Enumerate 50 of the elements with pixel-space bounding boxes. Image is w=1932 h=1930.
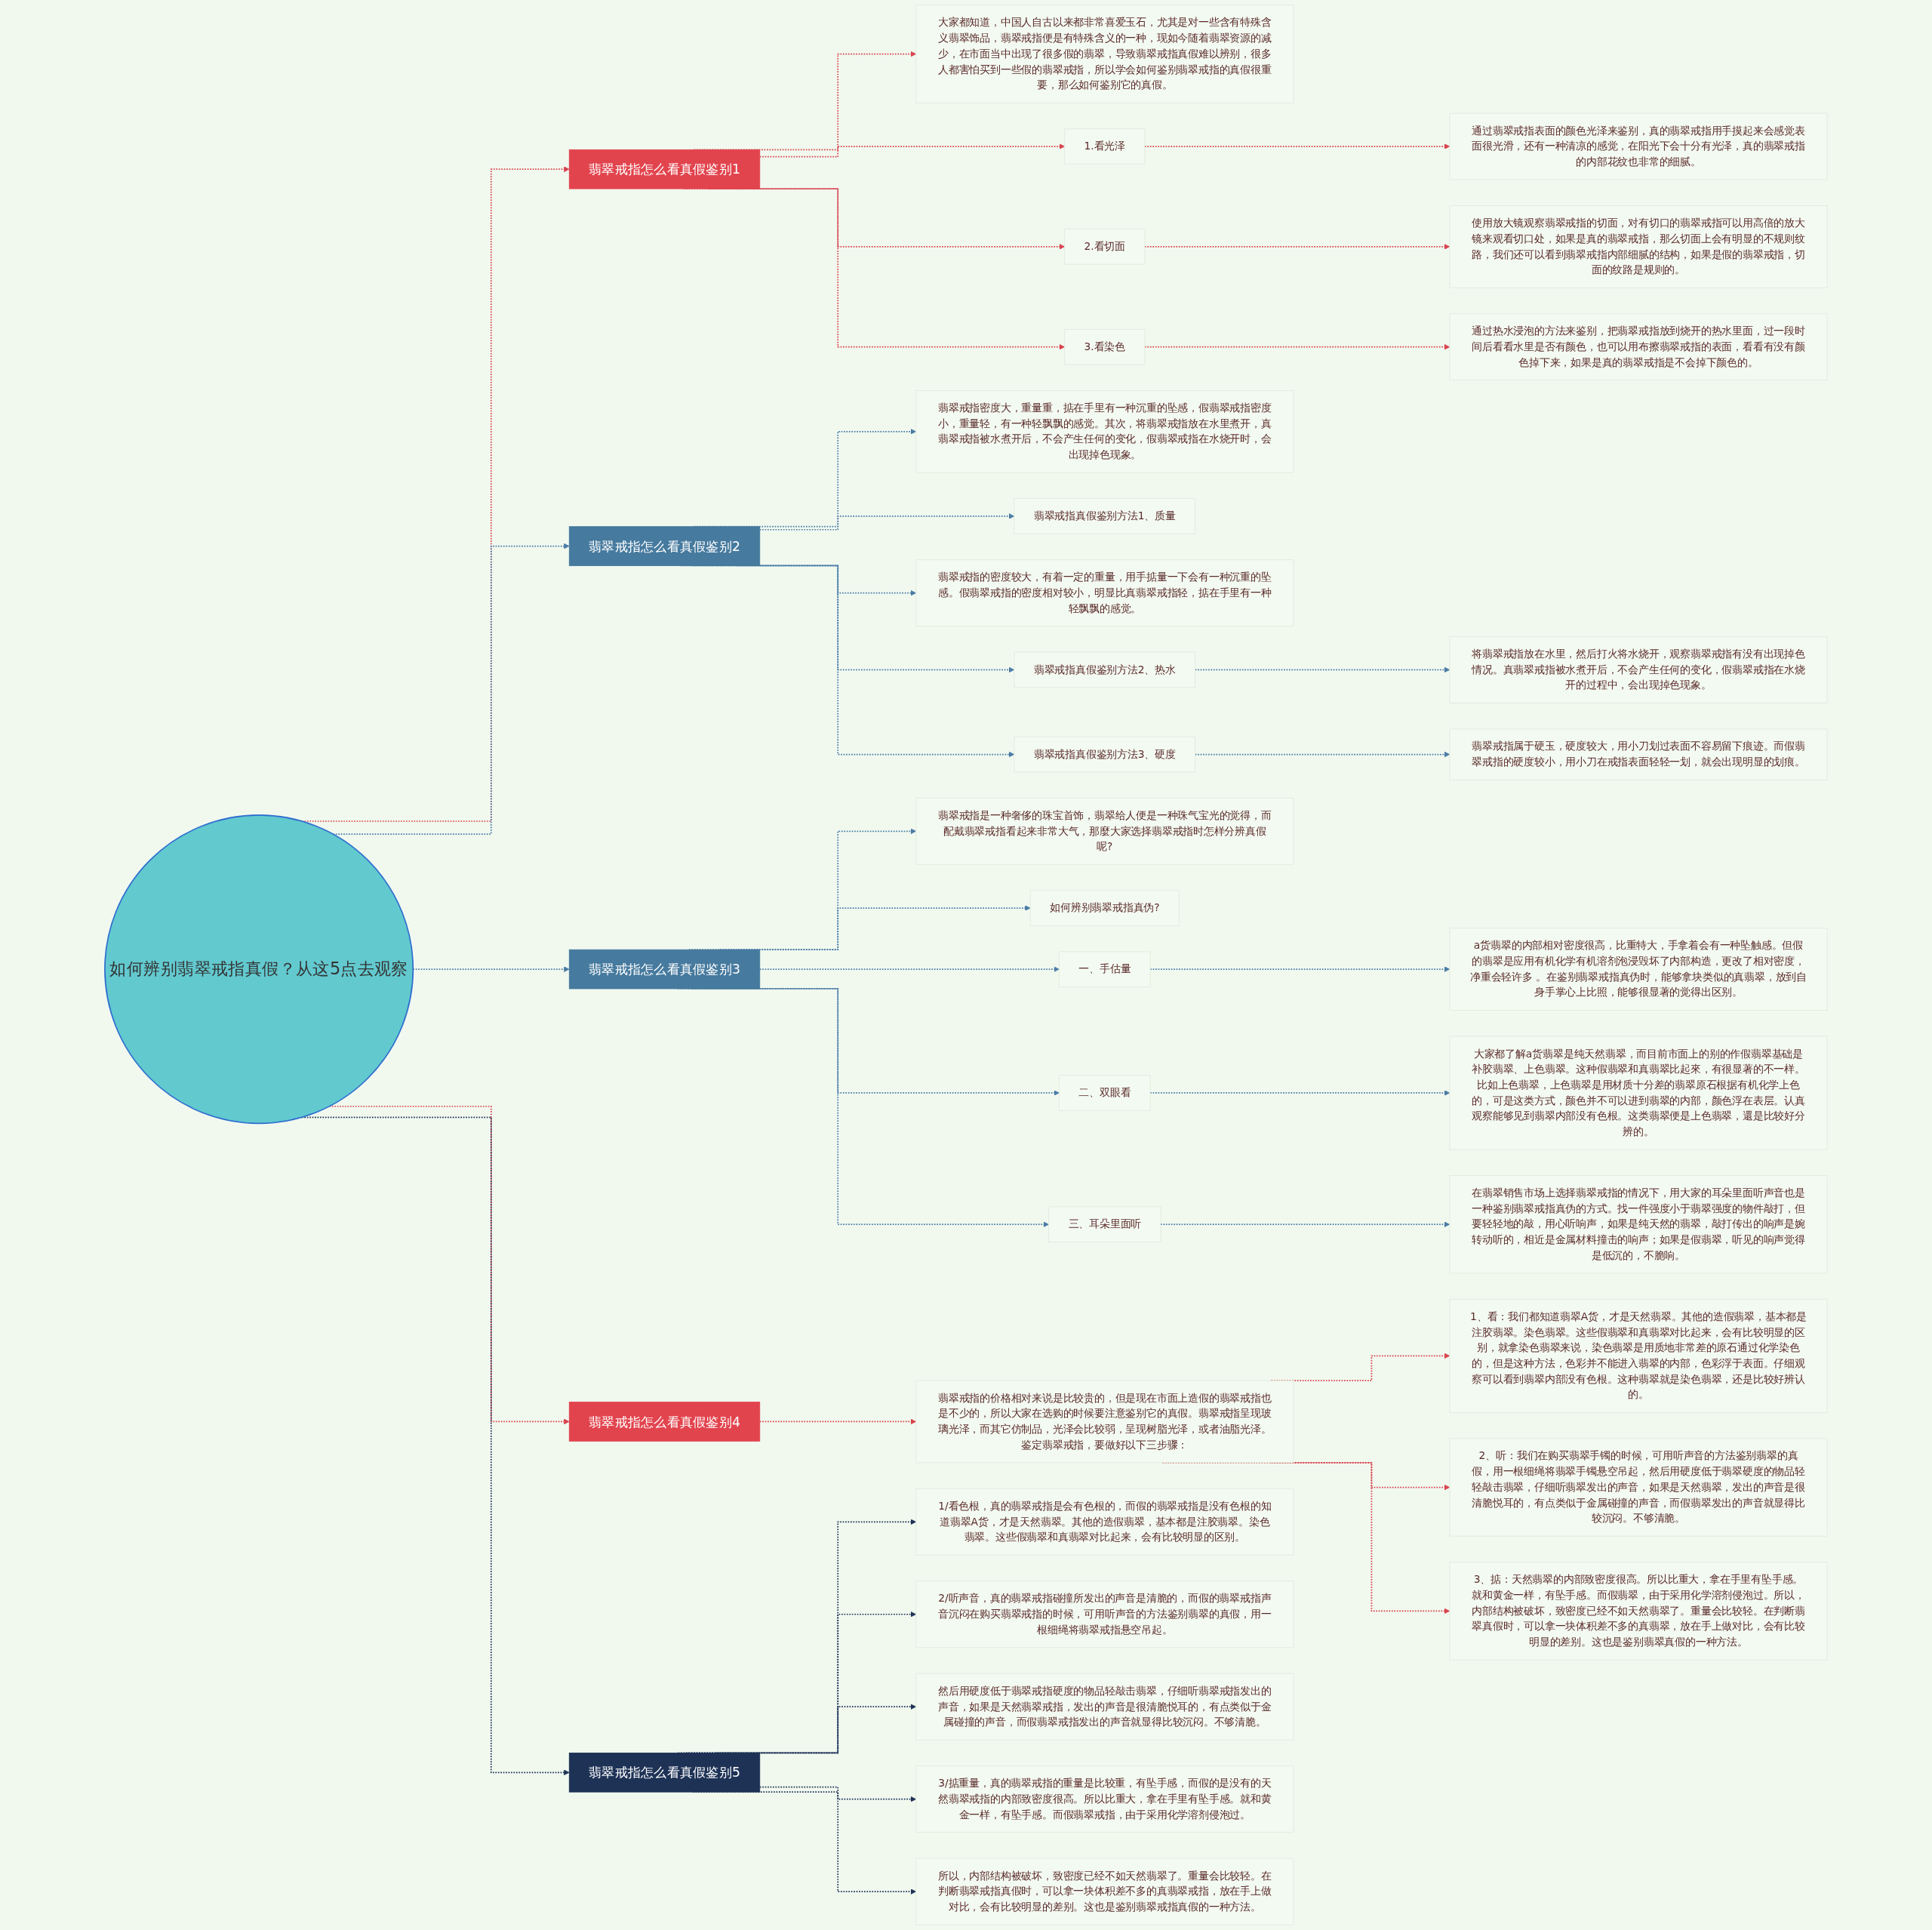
node-box: 1、看：我们都知道翡翠A货，才是天然翡翠。其他的造假翡翠，基本都是注胶翡翠。染色翡翠。这些假翡翠和真翡翠对比起来，会有比较明显的区别，就拿染色翡翠来说，染色翡翠是用质地非常差的原石通过化学染色的，但是这种方法，色彩并不能进入翡翠的内部，色彩浮于表面。仔细观察可以看到翡翠内部没有色根。这种翡翠就是染色翡翠，还是比较好辨认的。	[1449, 1298, 1828, 1413]
arrow	[758, 1418, 917, 1425]
node-box: 2.看切面	[1064, 229, 1146, 265]
node-box: 2、听：我们在购买翡翠手镯的时候，可用听声音的方法鉴别翡翠的真假，用一根细绳将翡翠手镯悬空吊起，然后用硬度低于翡翠硬度的物品轻轻敲击翡翠，仔细听翡翠发出的声音，如果是天然翡翠，发出的声音是很清脆悦耳的，有点类似于金属碰撞的声音，而假翡翠发出的声音就显得比较沉闷。不够清脆。	[1449, 1438, 1828, 1537]
node-box: 使用放大镜观察翡翠戒指的切面，对有切口的翡翠戒指可以用高倍的放大镜来观看切口处，如果是真的翡翠戒指，那么切面上会有明显的不规则纹路，我们还可以看到翡翠戒指内部细腻的结构，如果是假的翡翠戒指，切面的纹路是规则的。	[1449, 205, 1828, 288]
node-box: 一、手估量	[1059, 951, 1151, 987]
arrow	[1194, 666, 1451, 673]
arrow	[1144, 343, 1451, 350]
node-box: 大家都知道，中国人自古以来都非常喜爱玉石，尤其是对一些含有特殊含义翡翠饰品，翡翠戒指便是有特殊含义的一种，现如今随着翡翠资源的减少，在市面当中出现了很多假的翡翠，导致翡翠戒指真假难以辨别，很多人都害怕买到一些假的翡翠戒指，所以学会如何鉴别翡翠戒指的真假很重要，那么如何鉴别它的真假。	[915, 5, 1294, 103]
node-box: 如何辨别翡翠戒指真伪?	[1029, 890, 1180, 926]
node-box: 1/看色根，真的翡翠戒指是会有色根的，而假的翡翠戒指是没有色根的知道翡翠A货，才是天然翡翠。其他的造假翡翠，基本都是注胶翡翠。染色翡翠。这些假翡翠和真翡翠对比起来，会有比较明显的区别。	[915, 1488, 1294, 1556]
arrow	[1144, 244, 1451, 250]
node-box: 2/听声音，真的翡翠戒指碰撞所发出的声音是清脆的，而假的翡翠戒指声音沉闷在购买翡翠戒指的时候，可用听声音的方法鉴别翡翠的真假，用一根细绳将翡翠戒指悬空吊起。	[915, 1581, 1294, 1648]
node-box: 二、双眼看	[1059, 1075, 1151, 1111]
node-box: 然后用硬度低于翡翠戒指硬度的物品轻敲击翡翠，仔细听翡翠戒指发出的声音，如果是天然翡翠戒指，发出的声音是很清脆悦耳的，有点类似于金属碰撞的声音，而假翡翠戒指发出的声音就显得比较沉闷。不够清脆。	[915, 1673, 1294, 1741]
node-box: 通过翡翠戒指表面的颜色光泽来鉴别，真的翡翠戒指用手摸起来会感觉表面很光滑，还有一种清凉的感觉，在阳光下会十分有光泽，真的翡翠戒指的内部花纹也非常的细腻。	[1449, 112, 1828, 180]
arrow	[328, 1105, 570, 1425]
node-circle: 如何辨别翡翠戒指真假？从这5点去观察	[104, 814, 414, 1125]
node-box: 通过热水浸泡的方法来鉴别，把翡翠戒指放到烧开的热水里面，过一段时间后看看水里是否有颜色，也可以用布擦翡翠戒指的表面，看看有没有颜色掉下来，如果是真的翡翠戒指是不会掉下颜色的。	[1449, 313, 1828, 381]
node-box: 1.看光泽	[1064, 128, 1146, 165]
arrow	[1144, 143, 1451, 149]
node-box: 所以，内部结构被破坏，致密度已经不如天然翡翠了。重量会比较轻。在判断翡翠戒指真假时，可以拿一块体积差不多的真翡翠戒指，放在手上做对比，会有比较明显的差别。这也是鉴别翡翠戒指真假的一种方法。	[915, 1858, 1294, 1925]
node-box: a货翡翠的内部相对密度很高，比重特大，手拿着会有一种坠触感。但假的翡翠是应用有机化学有机溶剂泡浸毁坏了内部构造，更改了相对密度，净重会轻许多 。在鉴别翡翠戒指真伪时，能够拿块类似的真翡翠，放到自身手掌心上比照，能够很显著的觉得出区别。	[1449, 928, 1828, 1011]
node-box: 翡翠戒指怎么看真假鉴别1	[568, 149, 761, 189]
node-box: 翡翠戒指真假鉴别方法1、质量	[1014, 498, 1196, 534]
node-box: 3、掂：天然翡翠的内部致密度很高。所以比重大，拿在手里有坠手感。就和黄金一样，有坠手感。而假翡翠，由于采用化学溶剂侵泡过。所以，内部结构被破坏，致密度已经不如天然翡翠了。重量会比较轻。在判断翡翠真假时，可以拿一块体积差不多的真翡翠，放在手上做对比，会有比较明显的差别。这也是鉴别翡翠真假的一种方法。	[1449, 1562, 1828, 1661]
node-box: 翡翠戒指的价格相对来说是比较贵的，但是现在市面上造假的翡翠戒指也是不少的，所以大家在选购的时候要注意鉴别它的真假。翡翠戒指呈现玻璃光泽，而其它仿制品，光泽会比较弱，呈现树脂光泽，或者油脂光泽。鉴定翡翠戒指，要做好以下三步骤：	[915, 1380, 1294, 1464]
node-box: 翡翠戒指属于硬玉，硬度较大，用小刀划过表面不容易留下痕迹。而假翡翠戒指的硬度较小，用小刀在戒指表面轻轻一划，就会出现明显的划痕。	[1449, 728, 1828, 780]
arrow	[758, 513, 1015, 531]
node-box: 翡翠戒指是一种奢侈的珠宝首饰，翡翠给人便是一种珠气宝光的觉得，而配戴翡翠戒指看起来非常大气，那麼大家选择翡翠戒指时怎样分辨真假呢?	[915, 797, 1294, 865]
node-box: 翡翠戒指真假鉴别方法2、热水	[1014, 651, 1196, 688]
node-box: 翡翠戒指怎么看真假鉴别4	[568, 1402, 761, 1442]
arrow	[332, 543, 570, 835]
node-box: 翡翠戒指怎么看真假鉴别2	[568, 526, 761, 566]
node-box: 翡翠戒指真假鉴别方法3、硬度	[1014, 736, 1196, 773]
node-box: 翡翠戒指怎么看真假鉴别3	[568, 949, 761, 990]
arrow	[1160, 1221, 1451, 1227]
node-box: 三、耳朵里面听	[1048, 1206, 1161, 1242]
node-box: 将翡翠戒指放在水里，然后打火将水烧开，观察翡翠戒指有没有出现掉色情况。真翡翠戒指被水煮开后，不会产生任何的变化，假翡翠戒指在水烧开的过程中，会出现掉色现象。	[1449, 636, 1828, 703]
arrow	[758, 966, 1060, 972]
arrow	[758, 1786, 917, 1802]
node-box: 大家都了解a货翡翠是纯天然翡翠，而目前市面上的别的作假翡翠基础是补胶翡翠、上色翡翠。这种假翡翠和真翡翠比起來，有很显著的不一样。比如上色翡翠，上色翡翠是用材质十分差的翡翠原石根据有机化学上色的，可是这类方式，颜色并不可以进到翡翠的内部，颜色浮在表层。认真观察能够见到翡翠内部没有色根。这类翡翠便是上色翡翠，還是比较好分辨的。	[1449, 1036, 1828, 1150]
node-box: 在翡翠销售市场上选择翡翠戒指的情况下，用大家的耳朵里面听声音也是一种鉴别翡翠戒指真伪的方式。找一件强度小于翡翠强度的物件敲打，但要轻轻地的敲，用心听响声，如果是纯天然的翡翠，敲打传出的响声是婉转动听的，相近是金属材料撞击的响声；如果是假翡翠，听见的响声觉得是低沉的，不脆响。	[1449, 1175, 1828, 1274]
arrow	[758, 143, 1065, 158]
node-box: 3/掂重量，真的翡翠戒指的重量是比较重，有坠手感，而假的是没有的天然翡翠戒指的内部致密度很高。所以比重大，拿在手里有坠手感。就和黄金一样，有坠手感。而假翡翠戒指，由于采用化学溶剂侵泡过。	[915, 1765, 1294, 1833]
node-box: 翡翠戒指的密度较大，有着一定的重量，用手掂量一下会有一种沉重的坠感。假翡翠戒指的密度相对较小，明显比真翡翠戒指轻，掂在手里有一种轻飘飘的感觉。	[915, 559, 1294, 627]
node-box: 3.看染色	[1064, 328, 1146, 365]
node-box: 翡翠戒指怎么看真假鉴别5	[568, 1753, 761, 1793]
node-box: 翡翠戒指密度大，重量重，掂在手里有一种沉重的坠感，假翡翠戒指密度小，重量轻，有一种轻飘飘的感觉。其次，将翡翠戒指放在水里煮开，真翡翠戒指被水煮开后，不会产生任何的变化，假翡翠戒指在水烧开时，会出现掉色现象。	[915, 390, 1294, 473]
arrow	[1194, 751, 1451, 758]
